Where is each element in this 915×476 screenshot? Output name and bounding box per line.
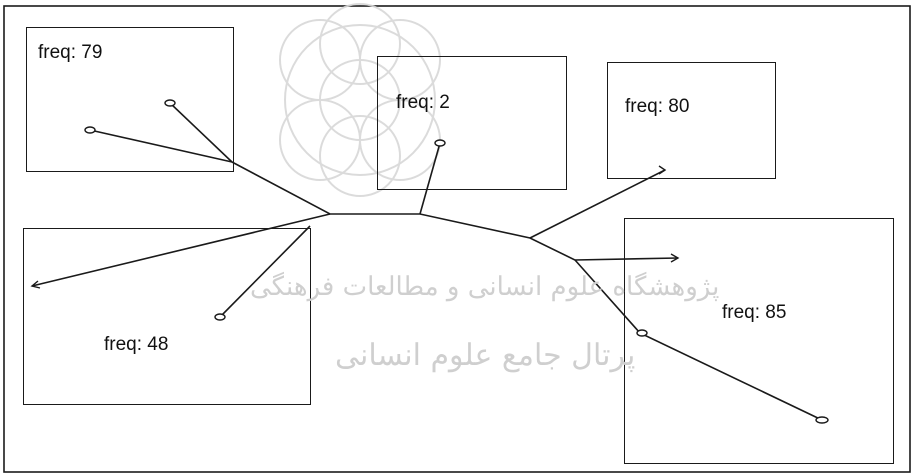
freq-box-80	[607, 62, 776, 179]
freq-label-2: freq: 2	[396, 92, 450, 113]
freq-box-79	[26, 27, 234, 172]
freq-label-85: freq: 85	[722, 302, 787, 323]
arrow-tip	[670, 253, 680, 263]
edge-48-a	[31, 213, 331, 287]
outer-frame	[3, 5, 911, 473]
leaf-node	[214, 313, 226, 321]
leaf-node	[434, 139, 446, 147]
freq-label-79: freq: 79	[38, 42, 103, 63]
edge-79-b	[89, 129, 233, 163]
watermark-line-2: پرتال جامع علوم انسانی	[335, 338, 636, 373]
watermark-line-1: پژوهشگاه علوم انسانی و مطالعات فرهنگی	[250, 272, 720, 302]
edge-85-a	[574, 257, 679, 261]
freq-label-80: freq: 80	[625, 96, 690, 117]
edge-80	[529, 169, 666, 239]
leaf-node	[84, 126, 96, 134]
freq-box-48	[23, 228, 311, 405]
leaf-node	[636, 329, 648, 337]
leaf-node	[164, 99, 176, 107]
edge-2	[419, 142, 441, 215]
edge-48-b	[219, 225, 311, 318]
leaf-node	[815, 416, 829, 424]
freq-box-85	[624, 218, 894, 464]
arrow-tip	[30, 280, 41, 289]
arrow-tip	[658, 165, 667, 175]
edge-79-a	[169, 102, 233, 163]
freq-label-48: freq: 48	[104, 334, 169, 355]
freq-box-2	[377, 56, 567, 190]
